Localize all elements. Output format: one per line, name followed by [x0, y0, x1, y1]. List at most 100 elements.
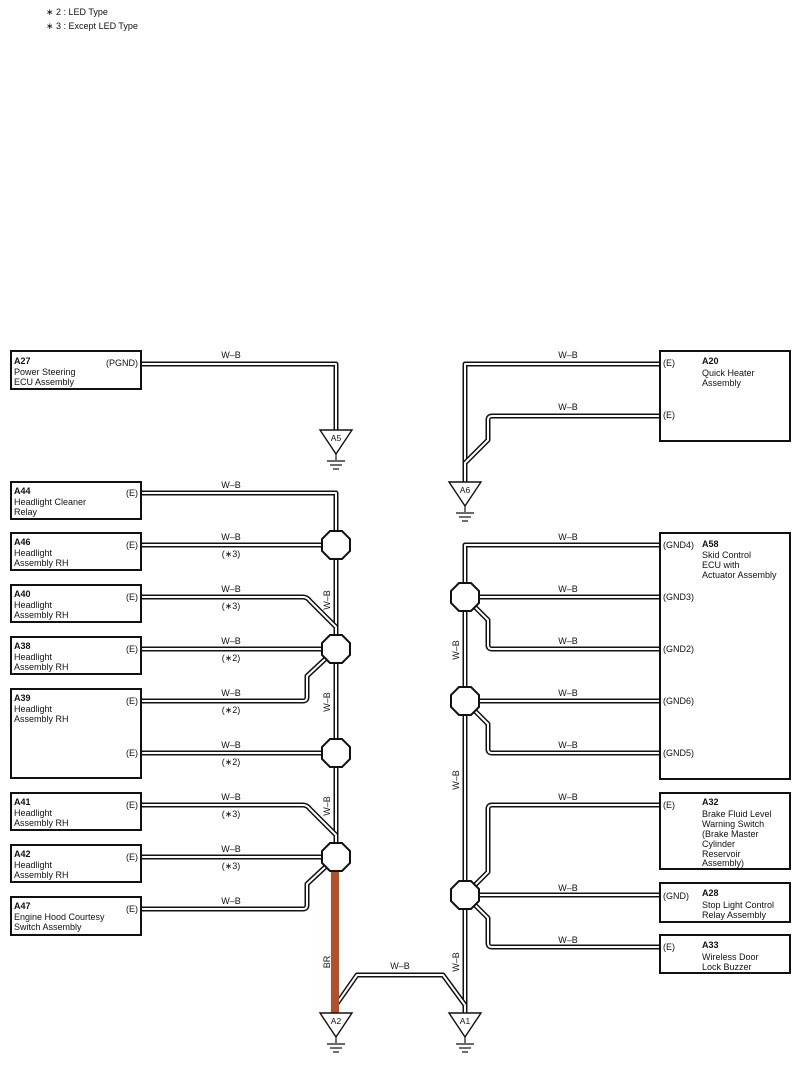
- component-name-line: Relay: [14, 507, 38, 517]
- component-code: A46: [14, 537, 31, 547]
- component-name-line: ECU with: [702, 560, 740, 570]
- pin-label: (PGND): [106, 358, 138, 368]
- component-a41: A41 Headlight Assembly RH (E): [10, 792, 142, 831]
- wire-label: W–B: [221, 636, 241, 646]
- splice-point: [450, 582, 480, 612]
- component-name-line: Headlight: [14, 548, 53, 558]
- component-a38: A38 Headlight Assembly RH (E): [10, 636, 142, 675]
- wire-label: W–B: [322, 692, 332, 712]
- wire-label: W–B: [558, 584, 578, 594]
- component-code: A32: [702, 797, 719, 807]
- wire-label: W–B: [221, 844, 241, 854]
- variant-marks: (∗3) (∗3) (∗2) (∗2) (∗2) (∗3) (∗3): [222, 549, 241, 871]
- component-code: A42: [14, 849, 31, 859]
- wire-core: [464, 544, 660, 1013]
- wire-outline: [463, 802, 660, 897]
- wire-label: W–B: [221, 532, 241, 542]
- component-name-line: Headlight: [14, 808, 53, 818]
- pin-label: (E): [126, 488, 138, 498]
- ground-a6: A6: [447, 481, 483, 522]
- component-a47: A47 Engine Hood Courtesy Switch Assembly…: [10, 896, 142, 936]
- wire-label: W–B: [558, 402, 578, 412]
- wire-outline: [141, 361, 339, 430]
- wire-label: W–B: [390, 961, 410, 971]
- pin-label: (E): [663, 358, 675, 368]
- wire-core: [464, 415, 660, 464]
- component-a42: A42 Headlight Assembly RH (E): [10, 844, 142, 883]
- component-name-line: Switch Assembly: [14, 922, 82, 932]
- ground-label: A2: [331, 1016, 342, 1026]
- splice-point: [450, 880, 480, 910]
- pin-label: (E): [126, 540, 138, 550]
- component-name-line: Headlight: [14, 860, 53, 870]
- wire-core: [464, 700, 660, 754]
- component-name-line: Headlight: [14, 704, 53, 714]
- component-name-line: Engine Hood Courtesy: [14, 912, 105, 922]
- wire-label: W–B: [558, 636, 578, 646]
- pin-label: (GND5): [663, 748, 694, 758]
- component-name-line: Headlight: [14, 652, 53, 662]
- wire-label: W–B: [221, 350, 241, 360]
- wire-label: W–B: [558, 532, 578, 542]
- component-name-line: (Brake Master: [702, 829, 759, 839]
- component-name-line: Stop Light Control: [702, 900, 774, 910]
- component-code: A41: [14, 797, 31, 807]
- wire-core: [141, 596, 337, 628]
- wire-label: W–B: [558, 688, 578, 698]
- ground-label: A5: [331, 433, 342, 443]
- ground-a5: A5: [318, 429, 354, 470]
- component-a40: A40 Headlight Assembly RH (E): [10, 584, 142, 623]
- wire-label: W–B: [558, 740, 578, 750]
- wire-label: W–B: [558, 883, 578, 893]
- component-name-line: ECU Assembly: [14, 377, 75, 387]
- ground-a1: A1: [447, 1012, 483, 1053]
- wire-core: [141, 856, 337, 910]
- pin-label: (GND4): [663, 540, 694, 550]
- component-name-line: Assembly: [702, 378, 742, 388]
- note-led-type: ∗ 2 : LED Type: [46, 7, 108, 17]
- ground-a2: A2: [318, 1012, 354, 1053]
- pin-label: (E): [126, 852, 138, 862]
- component-code: A47: [14, 901, 31, 911]
- component-code: A40: [14, 589, 31, 599]
- wire-outline: [462, 361, 660, 482]
- wire-core: [141, 804, 337, 836]
- component-code: A38: [14, 641, 31, 651]
- component-code: A39: [14, 693, 31, 703]
- pin-label: (E): [663, 800, 675, 810]
- wire-label: W–B: [221, 584, 241, 594]
- component-code: A58: [702, 539, 719, 549]
- variant-mark: (∗2): [222, 757, 241, 767]
- component-name-line: Headlight Cleaner: [14, 497, 86, 507]
- splice-point: [450, 686, 480, 716]
- pin-label: (E): [126, 696, 138, 706]
- component-name-line: Assembly): [702, 858, 744, 868]
- pin-label: (E): [126, 904, 138, 914]
- br-wire-label: BR: [322, 955, 332, 968]
- splice-point: [321, 842, 351, 872]
- component-name-line: Lock Buzzer: [702, 962, 752, 972]
- component-name-line: Reservoir: [702, 849, 741, 859]
- component-a32: A32 Brake Fluid Level Warning Switch (Br…: [659, 792, 791, 870]
- component-name-line: Assembly RH: [14, 714, 69, 724]
- component-a33: A33 Wireless Door Lock Buzzer (E): [659, 934, 791, 974]
- pin-label: (E): [126, 644, 138, 654]
- component-code: A27: [14, 356, 31, 366]
- wire-label: W–B: [221, 688, 241, 698]
- component-a20: A20 Quick Heater Assembly (E) (E): [659, 350, 791, 442]
- component-name-line: Assembly RH: [14, 558, 69, 568]
- pin-label: (E): [663, 942, 675, 952]
- wire-core: [464, 363, 660, 482]
- variant-mark: (∗3): [222, 601, 241, 611]
- splice-point: [321, 634, 351, 664]
- component-name-line: Power Steering: [14, 367, 76, 377]
- pin-label: (E): [126, 592, 138, 602]
- component-name-line: Headlight: [14, 600, 53, 610]
- wire-label: W–B: [558, 792, 578, 802]
- component-code: A33: [702, 940, 719, 950]
- component-name-line: Relay Assembly: [702, 910, 767, 920]
- component-name-line: Brake Fluid Level: [702, 809, 772, 819]
- wires-layer: [141, 361, 660, 1013]
- component-a28: A28 Stop Light Control Relay Assembly (G…: [659, 882, 791, 923]
